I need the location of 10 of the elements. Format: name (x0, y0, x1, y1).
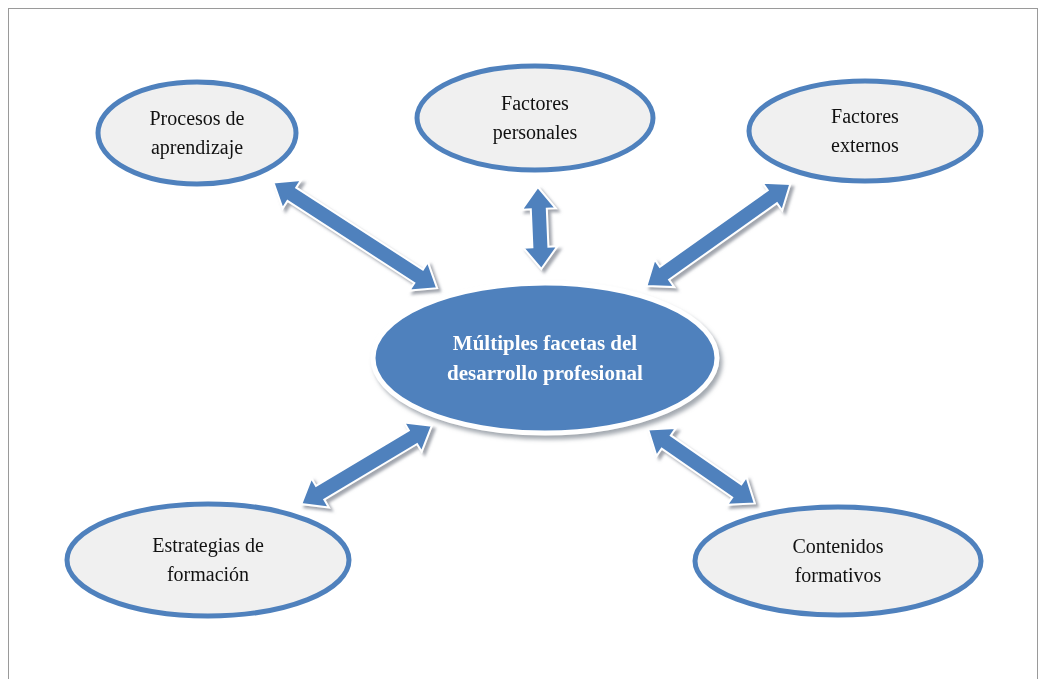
double-arrow (299, 421, 434, 509)
double-arrow (645, 181, 792, 289)
node-label: Estrategias de formación (151, 533, 265, 587)
node-label: Procesos de aprendizaje (148, 106, 246, 161)
node-label: Factores personales (491, 91, 579, 146)
node-label: Factores externos (830, 104, 900, 158)
double-arrow (646, 426, 757, 506)
double-arrow (272, 178, 439, 292)
node-label: Contenidos formativos (791, 534, 885, 588)
node-label: Múltiples facetas del desarrollo profesional (446, 329, 644, 387)
